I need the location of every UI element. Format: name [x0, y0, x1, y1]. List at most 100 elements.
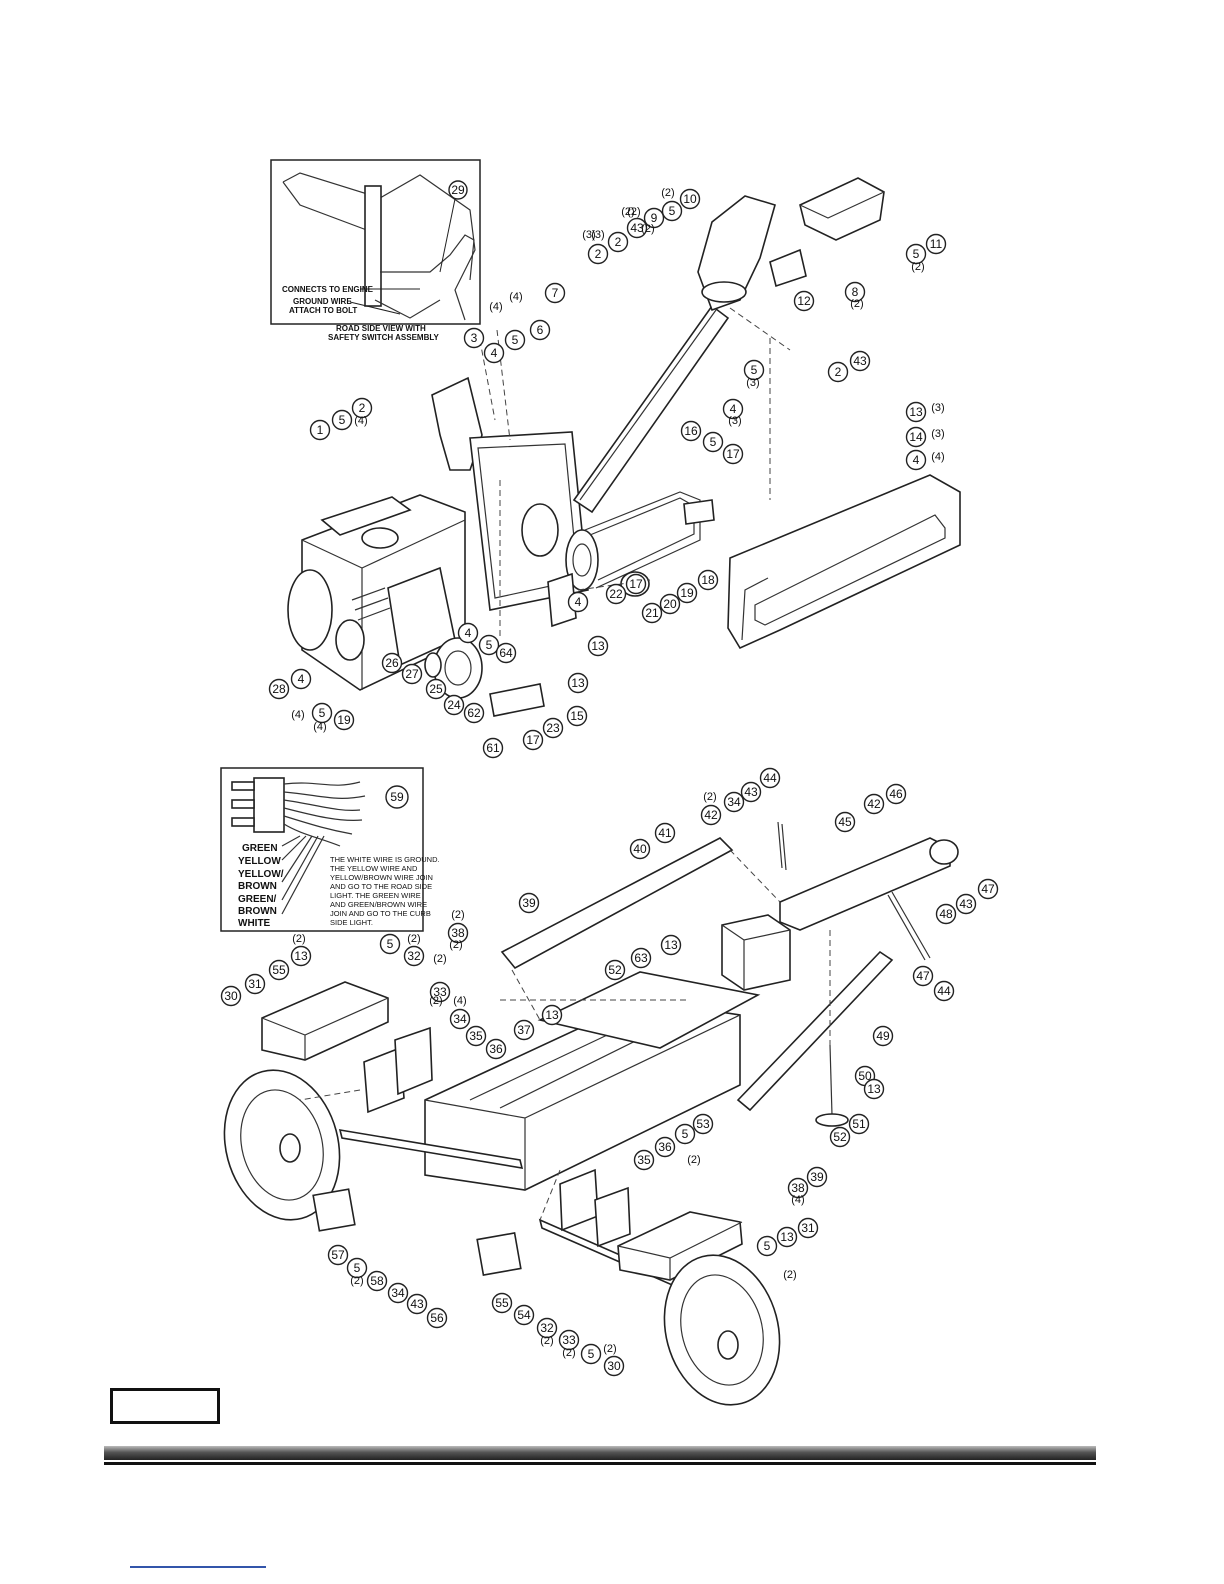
svg-text:16: 16 [684, 424, 698, 438]
quantity-label: (2) [540, 1335, 553, 1347]
callout-lower-34: 34 [449, 1008, 471, 1030]
inset-wiring-harness: 59 GREEN YELLOW YELLOW/ BROWN GREEN/ BRO… [220, 767, 440, 932]
svg-text:37: 37 [517, 1023, 531, 1037]
quantity-label: (3) [591, 229, 604, 241]
callout-upper-2: 2 [351, 397, 373, 419]
callout-upper-26: 26 [381, 652, 403, 674]
svg-text:13: 13 [294, 949, 308, 963]
quantity-label: (2) [621, 206, 634, 218]
svg-text:17: 17 [526, 733, 540, 747]
callout-upper-27: 27 [401, 663, 423, 685]
svg-text:24: 24 [447, 698, 461, 712]
svg-text:13: 13 [545, 1008, 559, 1022]
callout-upper-7: 7 [544, 282, 566, 304]
callout-upper-5: 5 [504, 329, 526, 351]
callout-upper-3: 3 [463, 327, 485, 349]
callout-29: 29 [448, 180, 468, 200]
callout-upper-13: 13 [905, 401, 927, 423]
svg-text:46: 46 [889, 787, 903, 801]
svg-text:5: 5 [764, 1239, 771, 1253]
quantity-label: (2) [911, 261, 924, 273]
callout-lower-52: 52 [604, 959, 626, 981]
callout-lower-13: 13 [660, 934, 682, 956]
svg-text:AND GO TO THE ROAD SIDE: AND GO TO THE ROAD SIDE [330, 882, 432, 891]
svg-text:43: 43 [630, 221, 644, 235]
callout-upper-4: 4 [722, 398, 744, 420]
quantity-label: (4) [509, 291, 522, 303]
svg-text:9: 9 [651, 211, 658, 225]
callout-upper-17: 17 [522, 729, 544, 751]
svg-text:2: 2 [615, 235, 622, 249]
svg-text:17: 17 [726, 447, 740, 461]
upper-assembly-drawing [287, 177, 961, 717]
quantity-label: (2) [703, 791, 716, 803]
svg-text:31: 31 [801, 1221, 815, 1235]
callout-lower-53: 53 [692, 1113, 714, 1135]
callout-upper-4: 4 [457, 622, 479, 644]
svg-text:5: 5 [913, 247, 920, 261]
callout-upper-20: 20 [659, 593, 681, 615]
callout-lower-13: 13 [776, 1226, 798, 1248]
callout-lower-5: 5 [756, 1235, 778, 1257]
svg-text:17: 17 [629, 577, 643, 591]
callout-lower-33: 33 [558, 1329, 580, 1351]
callout-lower-41: 41 [654, 822, 676, 844]
callout-upper-28: 28 [268, 678, 290, 700]
svg-text:57: 57 [331, 1248, 345, 1262]
callout-lower-42: 42 [863, 793, 885, 815]
svg-text:39: 39 [810, 1170, 824, 1184]
svg-text:1: 1 [317, 423, 324, 437]
callout-upper-4: 4 [483, 342, 505, 364]
quantity-label: (2) [562, 1347, 575, 1359]
callout-lower-34: 34 [387, 1282, 409, 1304]
callout-upper-1: 1 [309, 419, 331, 441]
svg-text:4: 4 [730, 402, 737, 416]
callout-upper-43: 43 [849, 350, 871, 372]
callout-upper-4: 4 [567, 591, 589, 613]
quantity-label: (2) [687, 1154, 700, 1166]
svg-text:35: 35 [637, 1153, 651, 1167]
inset-caption-line2: SAFETY SWITCH ASSEMBLY [328, 333, 439, 342]
svg-text:5: 5 [710, 435, 717, 449]
svg-text:13: 13 [591, 639, 605, 653]
ground-wire-label: GROUND WIRE [293, 297, 352, 306]
svg-text:28: 28 [272, 682, 286, 696]
svg-text:34: 34 [453, 1012, 467, 1026]
callout-lower-47: 47 [912, 965, 934, 987]
quantity-label: (2) [449, 939, 462, 951]
callout-upper-2: 2 [827, 361, 849, 383]
svg-text:58: 58 [370, 1274, 384, 1288]
svg-text:52: 52 [608, 963, 622, 977]
wire-white-label: WHITE [238, 918, 271, 929]
svg-text:4: 4 [575, 595, 582, 609]
callout-lower-44: 44 [759, 767, 781, 789]
callout-upper-14: 14 [905, 426, 927, 448]
quantity-label: (3) [931, 428, 944, 440]
callout-lower-39: 39 [806, 1166, 828, 1188]
svg-text:8: 8 [852, 285, 859, 299]
callout-lower-40: 40 [629, 838, 651, 860]
svg-text:26: 26 [385, 656, 399, 670]
svg-text:5: 5 [588, 1347, 595, 1361]
svg-text:43: 43 [744, 785, 758, 799]
callout-lower-13: 13 [863, 1078, 885, 1100]
inset-safety-switch: 29 CONNECTS TO ENGINE GROUND WIRE ATTACH… [270, 159, 481, 342]
svg-text:36: 36 [658, 1140, 672, 1154]
quantity-label: (4) [453, 995, 466, 1007]
quantity-label: (2) [407, 933, 420, 945]
svg-text:54: 54 [517, 1308, 531, 1322]
callout-lower-36: 36 [485, 1038, 507, 1060]
svg-text:7: 7 [552, 286, 559, 300]
svg-text:63: 63 [634, 951, 648, 965]
svg-text:2: 2 [359, 401, 366, 415]
svg-text:34: 34 [391, 1286, 405, 1300]
svg-text:13: 13 [780, 1230, 794, 1244]
callout-upper-23: 23 [542, 717, 564, 739]
callout-lower-37: 37 [513, 1019, 535, 1041]
svg-text:LIGHT. THE GREEN WIRE: LIGHT. THE GREEN WIRE [330, 891, 421, 900]
callout-lower-13: 13 [541, 1004, 563, 1026]
quantity-label: (4) [354, 415, 367, 427]
callout-upper-5: 5 [478, 634, 500, 656]
quantity-label: (3) [931, 402, 944, 414]
